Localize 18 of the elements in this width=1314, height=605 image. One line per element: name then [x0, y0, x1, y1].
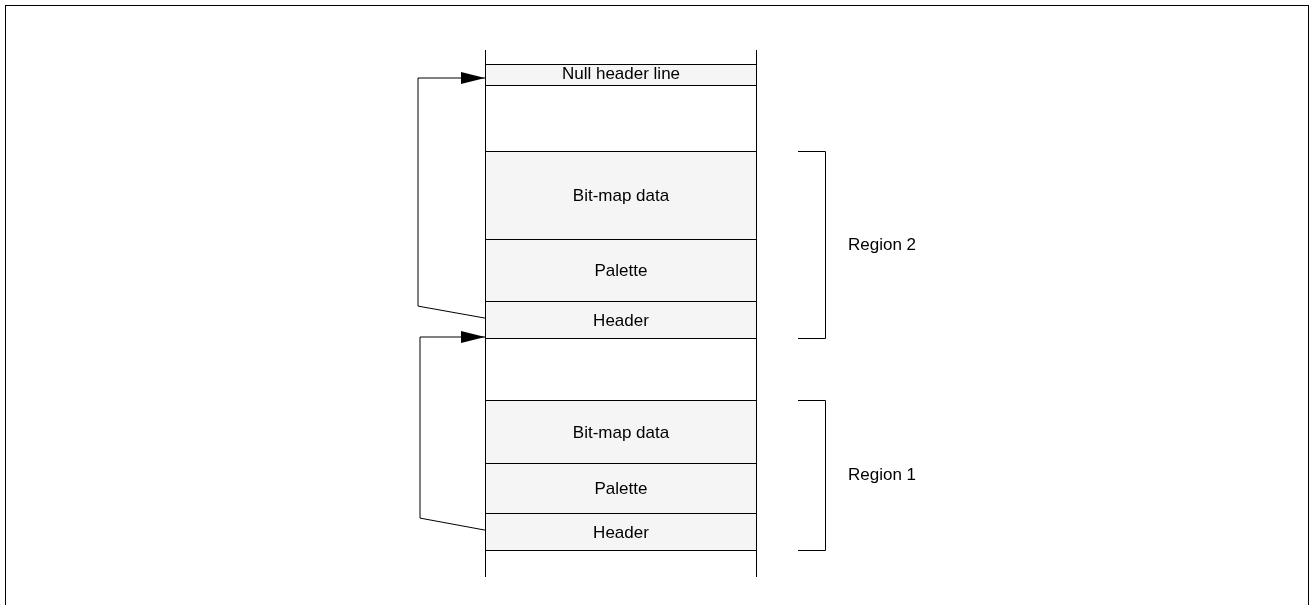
memory-block: [485, 301, 757, 339]
block-label: Header: [593, 311, 649, 329]
memory-block: [485, 400, 757, 464]
arrow: [419, 331, 486, 531]
region-label: Region 2: [848, 235, 917, 255]
block-label: Palette: [594, 480, 648, 497]
arrow: [417, 72, 486, 319]
block-label: Bit-map data: [572, 423, 670, 441]
block-label: Bit-map data: [572, 187, 670, 204]
block-label: Header: [593, 523, 649, 541]
memory-block: [485, 151, 757, 240]
memory-block: [485, 513, 757, 551]
block-label: Null header line: [561, 65, 681, 82]
memory-block: [485, 64, 757, 86]
block-label: Palette: [594, 262, 648, 279]
memory-block: [485, 463, 757, 514]
region-label: Region 1: [848, 465, 917, 485]
memory-block: [485, 239, 757, 302]
